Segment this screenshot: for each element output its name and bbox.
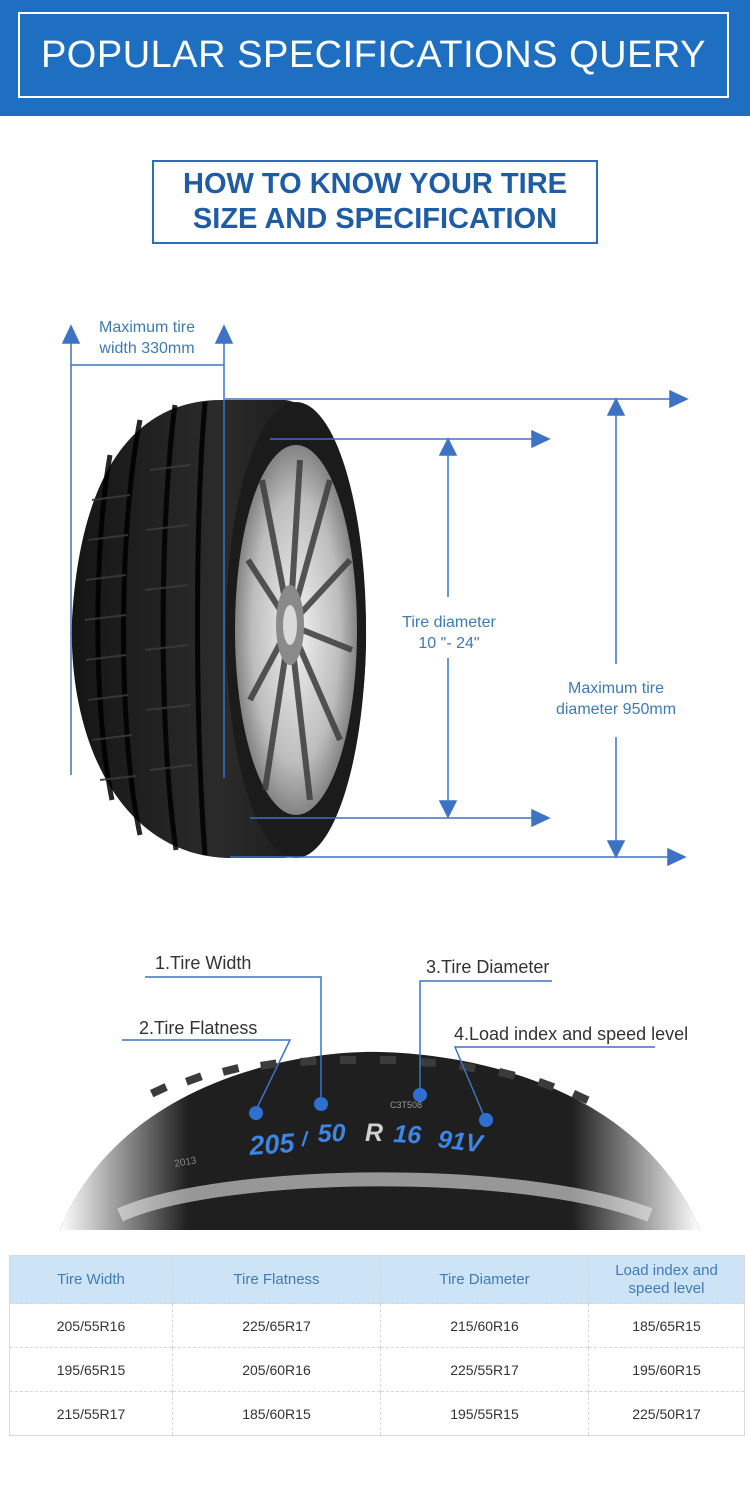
callout-tire-diameter: 3.Tire Diameter bbox=[426, 957, 550, 977]
table-cell: 225/50R17 bbox=[588, 1391, 745, 1436]
sidewall-small-text-2: C3T508 bbox=[390, 1100, 422, 1110]
table-cell: 205/60R16 bbox=[172, 1347, 381, 1392]
table-cell: 225/65R17 bbox=[172, 1303, 381, 1348]
table-cell: 195/55R15 bbox=[380, 1391, 589, 1436]
table-cell: 205/55R16 bbox=[9, 1303, 173, 1348]
code-flatness: 50 bbox=[317, 1119, 346, 1148]
column-header: Tire Diameter bbox=[380, 1255, 589, 1304]
sidewall-image bbox=[60, 1051, 700, 1230]
max-diameter-label: Maximum tire diameter 950mm bbox=[555, 680, 677, 718]
table-row: 195/65R15 205/60R16 225/55R17 195/60R15 bbox=[9, 1347, 745, 1392]
code-slash: / bbox=[300, 1129, 310, 1151]
table-cell: 185/65R15 bbox=[588, 1303, 745, 1348]
callout-lines bbox=[122, 976, 655, 1117]
max-width-label: Maximum tire width 330mm bbox=[98, 319, 195, 357]
code-r: R bbox=[365, 1119, 383, 1147]
callout-dot-flatness bbox=[249, 1106, 263, 1120]
section-title-box: HOW TO KNOW YOUR TIRE SIZE AND SPECIFICA… bbox=[152, 160, 598, 244]
tire-diameter-label: Tire diameter 10 "- 24" bbox=[402, 614, 496, 652]
table-cell: 215/60R16 bbox=[380, 1303, 589, 1348]
page-title: POPULAR SPECIFICATIONS QUERY bbox=[18, 12, 729, 98]
callout-tire-width: 1.Tire Width bbox=[155, 953, 252, 973]
table-cell: 195/65R15 bbox=[9, 1347, 173, 1392]
callout-dot-load bbox=[479, 1113, 493, 1127]
table-row: 215/55R17 185/60R15 195/55R15 225/50R17 bbox=[9, 1391, 745, 1436]
callout-tire-flatness: 2.Tire Flatness bbox=[139, 1018, 258, 1038]
spec-table: Tire Width Tire Flatness Tire Diameter L… bbox=[9, 1255, 745, 1436]
column-header: Tire Width bbox=[9, 1255, 173, 1304]
sidewall-small-text-1: 2013 bbox=[174, 1155, 198, 1170]
callout-dot-diameter bbox=[413, 1088, 427, 1102]
dimension-lines bbox=[61, 324, 689, 867]
header-banner: POPULAR SPECIFICATIONS QUERY bbox=[0, 0, 750, 116]
callout-load-speed: 4.Load index and speed level bbox=[454, 1024, 689, 1044]
code-diameter: 16 bbox=[393, 1120, 423, 1149]
tire-image bbox=[71, 399, 367, 858]
code-width: 205 bbox=[247, 1128, 296, 1161]
column-header: Tire Flatness bbox=[172, 1255, 381, 1304]
code-load: 91V bbox=[436, 1125, 486, 1158]
table-cell: 215/55R17 bbox=[9, 1391, 173, 1436]
table-header-row: Tire Width Tire Flatness Tire Diameter L… bbox=[9, 1255, 745, 1304]
table-cell: 195/60R15 bbox=[588, 1347, 745, 1392]
callout-dot-width bbox=[314, 1097, 328, 1111]
table-cell: 185/60R15 bbox=[172, 1391, 381, 1436]
table-row: 205/55R16 225/65R17 215/60R16 185/65R15 bbox=[9, 1303, 745, 1348]
table-cell: 225/55R17 bbox=[380, 1347, 589, 1392]
section-title: HOW TO KNOW YOUR TIRE SIZE AND SPECIFICA… bbox=[183, 168, 567, 235]
column-header: Load index and speed level bbox=[588, 1255, 745, 1304]
